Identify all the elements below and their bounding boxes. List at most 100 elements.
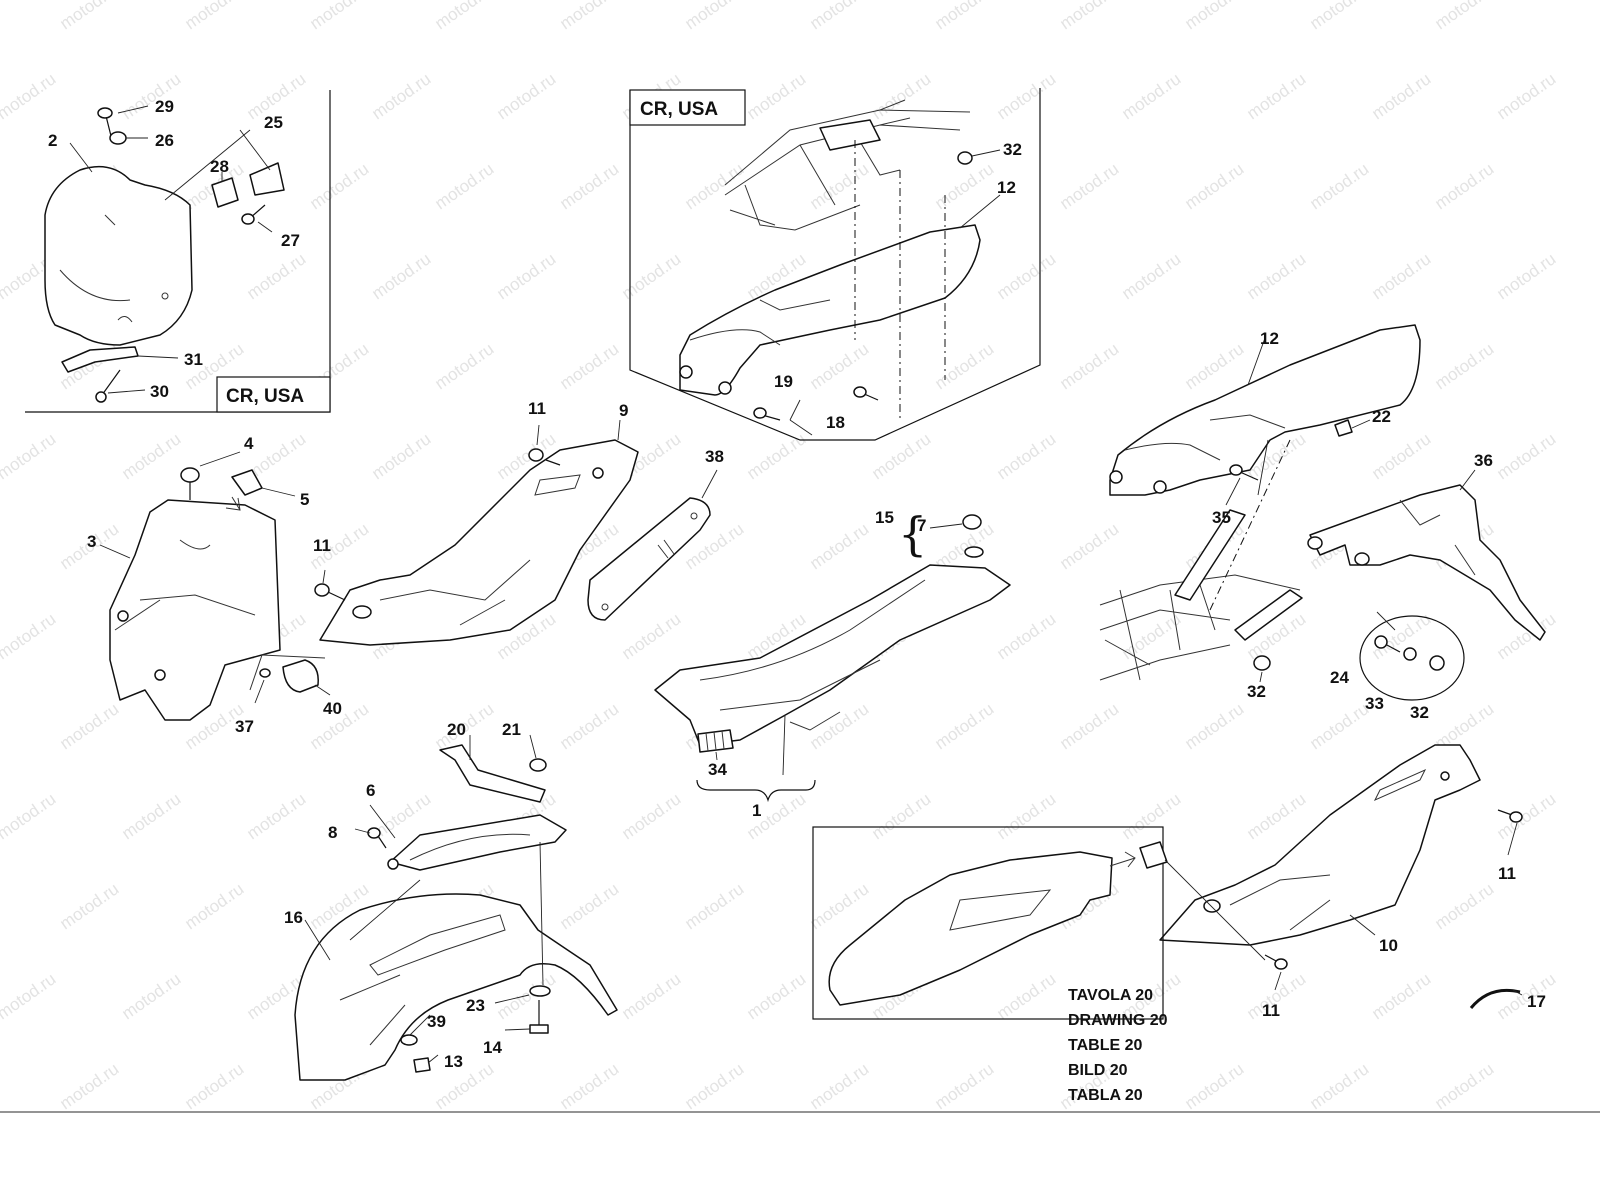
reference-text: TAVOLA 20 DRAWING 20 TABLE 20 BILD 20 TA… (1068, 987, 1168, 1104)
callout-10: 10 (1379, 936, 1398, 955)
part-32-nut-group (1429, 655, 1445, 671)
part-32-nut-frame (1253, 655, 1271, 671)
callout-32-frame: 32 (1247, 682, 1266, 701)
callout-39: 39 (427, 1012, 446, 1031)
callout-3: 3 (87, 532, 96, 551)
leaders-main (99, 337, 1523, 1064)
watermark-text: motod.ru (618, 789, 684, 843)
callout-21: 21 (502, 720, 521, 739)
inset-box-seat: CR, USA (629, 88, 1041, 441)
watermark-text: motod.ru (1118, 249, 1184, 303)
reference-line-4: BILD 20 (1068, 1062, 1128, 1079)
watermark-text: motod.ru (118, 969, 184, 1023)
watermark-text: motod.ru (56, 699, 122, 753)
watermark-text: motod.ru (1368, 249, 1434, 303)
watermark-text: motod.ru (556, 879, 622, 933)
part-9-side-panel (319, 439, 639, 646)
watermark-text: motod.ru (118, 789, 184, 843)
watermark-text: motod.ru (931, 339, 997, 393)
watermark-text: motod.ru (1368, 429, 1434, 483)
watermark-text: motod.ru (0, 969, 59, 1023)
watermark-text: motod.ru (118, 69, 184, 123)
watermark-text: motod.ru (868, 429, 934, 483)
callout-34: 34 (708, 760, 727, 779)
part-20-bracket (439, 744, 546, 803)
watermark-text: motod.ru (931, 699, 997, 753)
watermark-text: motod.ru (931, 0, 997, 33)
part-10-side-panel (1159, 744, 1481, 946)
part-11-screw-left (314, 583, 346, 601)
watermark-text: motod.ru (431, 1059, 497, 1113)
reference-inset-box (812, 826, 1168, 1020)
callout-2: 2 (48, 131, 57, 150)
part-30-screw (95, 369, 121, 403)
callout-32-group: 32 (1410, 703, 1429, 722)
watermark-text: motod.ru (1431, 159, 1497, 213)
part-37-screw (259, 668, 271, 678)
callout-12-right: 12 (1260, 329, 1279, 348)
watermark-text: motod.ru (556, 699, 622, 753)
watermark-text: motod.ru (618, 249, 684, 303)
callout-12-inset: 12 (997, 178, 1016, 197)
part-21-nut (529, 758, 547, 772)
part-29-screw (97, 107, 113, 141)
callout-29: 29 (155, 97, 174, 116)
watermark-text: motod.ru (368, 69, 434, 123)
watermark-text: motod.ru (1181, 699, 1247, 753)
watermark-text: motod.ru (681, 1059, 747, 1113)
watermark-text: motod.ru (1181, 339, 1247, 393)
callout-22: 22 (1372, 407, 1391, 426)
callout-33: 33 (1365, 694, 1384, 713)
watermark-text: motod.ru (56, 879, 122, 933)
watermark-text: motod.ru (1493, 429, 1559, 483)
watermark-text: motod.ru (1368, 69, 1434, 123)
watermark-text: motod.ru (1181, 1059, 1247, 1113)
callout-16: 16 (284, 908, 303, 927)
callout-26: 26 (155, 131, 174, 150)
part-39-washer (400, 1034, 418, 1046)
reference-line-1: TAVOLA 20 (1068, 987, 1153, 1004)
callout-24: 24 (1330, 668, 1349, 687)
callout-5: 5 (300, 490, 309, 509)
part-23-washer (529, 985, 551, 997)
watermark-text: motod.ru (1306, 159, 1372, 213)
rear-frame-subframe (724, 99, 971, 231)
reference-line-3: TABLE 20 (1068, 1037, 1142, 1054)
callout-31: 31 (184, 350, 203, 369)
watermark-text: motod.ru (556, 339, 622, 393)
watermark-text: motod.ru (1181, 0, 1247, 33)
watermark-text: motod.ru (993, 969, 1059, 1023)
part-2-headlight-cover (44, 165, 193, 346)
hardware-group-circle (1359, 611, 1465, 701)
watermark-text: motod.ru (1243, 69, 1309, 123)
callout-23: 23 (466, 996, 485, 1015)
watermark-text: motod.ru (1431, 879, 1497, 933)
leaders-headlight-inset (69, 105, 273, 394)
watermark-text: motod.ru (181, 879, 247, 933)
watermark-text: motod.ru (1056, 0, 1122, 33)
part-26-washer (109, 131, 127, 145)
callout-11-upper: 11 (528, 399, 546, 418)
part-40-clamp (249, 654, 326, 693)
watermark-text: motod.ru (556, 1059, 622, 1113)
watermark-text: motod.ru (743, 69, 809, 123)
part-34-foam-block (697, 729, 734, 753)
callout-40: 40 (323, 699, 342, 718)
watermark-text: motod.ru (1431, 339, 1497, 393)
part-6-fender-bracket (387, 814, 567, 871)
watermark-text: motod.ru (181, 0, 247, 33)
part-35-screw (1229, 464, 1259, 481)
watermark-text: motod.ru (493, 69, 559, 123)
watermark-text: motod.ru (1306, 699, 1372, 753)
watermark-text: motod.ru (1493, 249, 1559, 303)
part-22-clip (1334, 419, 1353, 437)
watermark-text: motod.ru (306, 159, 372, 213)
inset-label-seat: CR, USA (640, 99, 718, 120)
part-27-screw (241, 204, 266, 225)
watermark-text: motod.ru (1306, 0, 1372, 33)
part-7-grommet (962, 514, 984, 558)
callout-6: 6 (366, 781, 375, 800)
watermark-text: motod.ru (743, 429, 809, 483)
leaders-seat-inset (789, 140, 1001, 436)
